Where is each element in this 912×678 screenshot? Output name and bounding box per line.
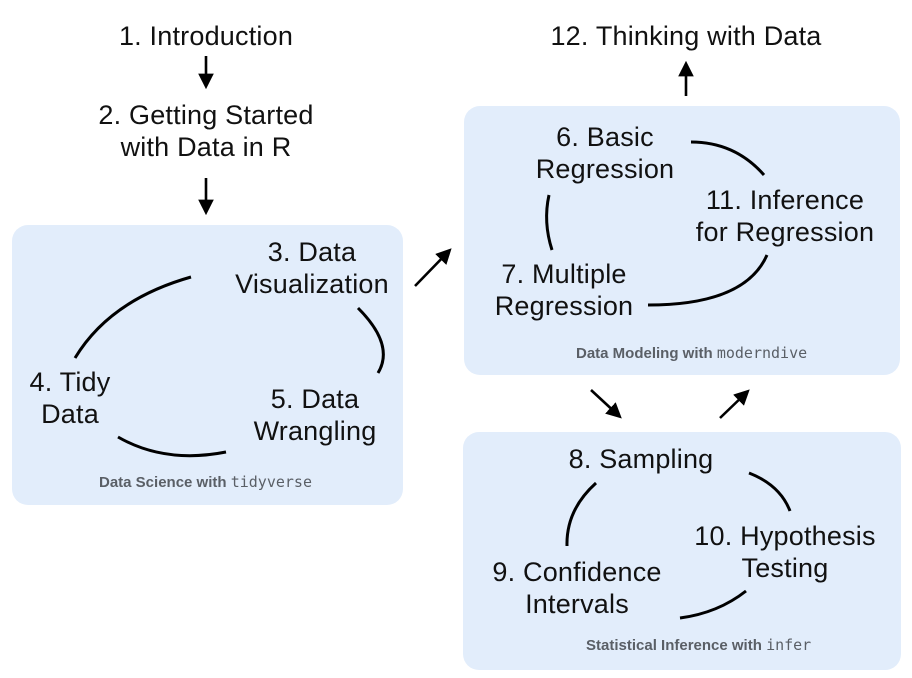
group-caption-data-modeling-package: moderndive [716, 344, 808, 362]
node-thinking-with-data: 12. Thinking with Data [546, 20, 826, 52]
node-hypothesis-testing: 10. Hypothesis Testing [680, 520, 890, 584]
node-sampling: 8. Sampling [546, 443, 736, 475]
group-caption-data-science-label: Data Science with [99, 474, 227, 491]
node-data-visualization-line2: Visualization [235, 269, 389, 299]
node-inference-for-regression: 11. Inference for Regression [680, 184, 890, 248]
node-sampling-label: 8. Sampling [568, 444, 714, 474]
arrow-science-to-modeling [414, 248, 452, 287]
group-caption-data-science: Data Science with tidyverse [99, 473, 312, 491]
cycle-curve-3-to-4 [73, 275, 192, 359]
node-inference-for-regression-line1: 11. Inference [705, 185, 865, 215]
node-data-visualization: 3. Data Visualization [212, 236, 412, 300]
node-multiple-regression-line1: 7. Multiple [501, 259, 627, 289]
node-introduction-label: 1. Introduction [118, 21, 294, 51]
arrow-modeling-to-inference [590, 389, 622, 419]
group-data-modeling [464, 106, 900, 375]
group-caption-inference: Statistical Inference with infer [586, 636, 811, 654]
node-data-wrangling-line1: 5. Data [270, 384, 360, 414]
group-caption-data-science-package: tidyverse [230, 473, 312, 491]
node-introduction: 1. Introduction [106, 20, 306, 52]
node-confidence-intervals-line2: Intervals [525, 589, 629, 619]
node-tidy-data-line2: Data [41, 399, 99, 429]
node-getting-started-line2: with Data in R [120, 132, 292, 162]
node-basic-regression-line2: Regression [535, 154, 675, 184]
cycle-curve-6-to-11 [690, 140, 766, 176]
node-basic-regression: 6. Basic Regression [515, 121, 695, 185]
cycle-curve-8-to-9 [565, 481, 598, 547]
group-caption-inference-package: infer [766, 636, 812, 654]
node-multiple-regression: 7. Multiple Regression [474, 258, 654, 322]
node-hypothesis-testing-line2: Testing [741, 553, 829, 583]
node-data-wrangling-line2: Wrangling [253, 416, 377, 446]
node-basic-regression-line1: 6. Basic [556, 122, 654, 152]
node-getting-started: 2. Getting Started with Data in R [66, 99, 346, 163]
arrow-inference-to-modeling [719, 389, 750, 419]
node-inference-for-regression-line2: for Regression [695, 217, 875, 247]
node-tidy-data-line1: 4. Tidy [29, 367, 111, 397]
group-caption-data-modeling-label: Data Modeling with [576, 345, 713, 362]
cycle-curve-6-to-7 [545, 194, 554, 251]
node-confidence-intervals-line1: 9. Confidence [492, 557, 662, 587]
node-getting-started-line1: 2. Getting Started [98, 100, 314, 130]
node-tidy-data: 4. Tidy Data [18, 366, 122, 430]
cycle-curve-3-to-5 [356, 306, 385, 374]
cycle-curve-8-to-10 [748, 471, 792, 512]
group-caption-inference-label: Statistical Inference with [586, 637, 762, 654]
group-caption-data-modeling: Data Modeling with moderndive [576, 344, 807, 362]
node-data-visualization-line1: 3. Data [267, 237, 357, 267]
node-hypothesis-testing-line1: 10. Hypothesis [694, 521, 876, 551]
cycle-curve-9-to-10 [679, 589, 747, 620]
node-thinking-with-data-label: 12. Thinking with Data [550, 21, 822, 51]
group-data-science [12, 225, 403, 505]
cycle-curve-4-to-5 [117, 435, 227, 458]
node-confidence-intervals: 9. Confidence Intervals [477, 556, 677, 620]
node-data-wrangling: 5. Data Wrangling [228, 383, 402, 447]
group-statistical-inference [463, 432, 901, 670]
node-multiple-regression-line2: Regression [494, 291, 634, 321]
cycle-curve-7-to-11 [647, 254, 769, 307]
